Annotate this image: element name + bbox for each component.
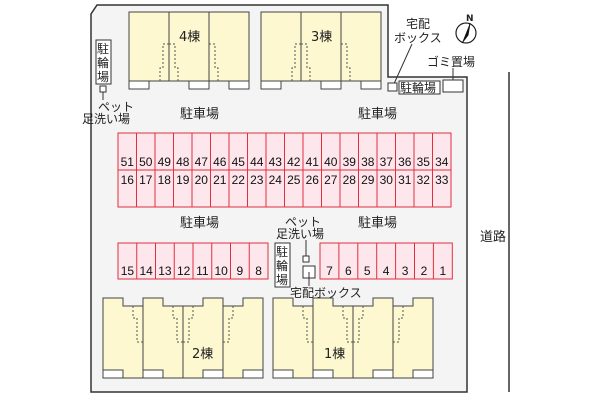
- parking-space-number: 39: [343, 155, 357, 169]
- parking-space-number: 38: [361, 155, 375, 169]
- parking-space-number: 24: [269, 173, 283, 187]
- parking-space-number: 29: [361, 173, 375, 187]
- svg-text:駐: 駐: [276, 244, 288, 259]
- parking-space-number: 3: [402, 264, 409, 278]
- parking-label-top-right: 駐車場: [358, 107, 397, 122]
- parking-space-number: 10: [214, 264, 228, 278]
- parking-space-number: 41: [306, 155, 320, 169]
- parking-space-number: 49: [158, 155, 172, 169]
- parking-space-number: 19: [176, 173, 190, 187]
- parking-space-number: 2: [421, 264, 428, 278]
- road-label: 道路: [480, 229, 506, 245]
- parking-space-number: 21: [213, 173, 227, 187]
- bike-parking-top-left: 駐 輪 場: [95, 39, 112, 85]
- parking-space-number: 14: [139, 264, 153, 278]
- parking-space-number: 48: [176, 155, 190, 169]
- parking-space-number: 28: [343, 173, 357, 187]
- parking-space-number: 6: [345, 264, 352, 278]
- parking-block-upper: 51 16 50 17 49 18 48 19 47 20 46 21 45 22 44 23 43 24 42 25…: [117, 132, 452, 208]
- parking-space-number: 35: [417, 155, 431, 169]
- building-2-label: 2棟: [192, 347, 213, 362]
- garbage-area: [442, 79, 464, 93]
- building-4: 4棟: [128, 11, 250, 90]
- building-2: [102, 297, 264, 379]
- building-4-label: 4棟: [179, 30, 200, 45]
- parking-space-number: 36: [398, 155, 412, 169]
- svg-text:駐輪場: 駐輪場: [400, 80, 436, 95]
- parking-space-number: 42: [287, 155, 301, 169]
- delivery-box-top-label: 宅配: [406, 16, 430, 31]
- parking-label-top-left: 駐車場: [180, 107, 219, 122]
- svg-text:場: 場: [276, 273, 288, 287]
- parking-space-number: 23: [250, 173, 264, 187]
- parking-space-number: 47: [195, 155, 209, 169]
- parking-space-number: 32: [417, 173, 431, 187]
- svg-text:足洗い場: 足洗い場: [276, 227, 324, 241]
- pet-wash-top-label: ペット: [98, 100, 134, 114]
- delivery-box-top: [387, 82, 398, 92]
- parking-space-number: 8: [255, 264, 262, 278]
- parking-space-number: 26: [306, 173, 320, 187]
- parking-space-number: 31: [398, 173, 412, 187]
- building-3: 3棟: [260, 11, 382, 90]
- bike-parking-center: 駐 輪 場: [274, 242, 291, 288]
- svg-text:足洗い場: 足洗い場: [82, 112, 130, 126]
- svg-text:輪: 輪: [97, 55, 109, 70]
- parking-space-number: 50: [139, 155, 153, 169]
- parking-space-number: 4: [383, 264, 390, 278]
- parking-space-number: 9: [237, 264, 244, 278]
- north-arrow-icon: N: [455, 14, 477, 44]
- parking-label-mid-right: 駐車場: [358, 216, 397, 231]
- pet-wash-center-label: ペット: [285, 215, 321, 229]
- parking-space-number: 16: [121, 173, 135, 187]
- parking-space-number: 11: [196, 264, 209, 278]
- parking-space-number: 13: [158, 264, 172, 278]
- parking-space-number: 25: [287, 173, 301, 187]
- pet-wash-marker-center: [302, 255, 310, 263]
- parking-space-number: 46: [213, 155, 227, 169]
- pet-wash-marker-top: [99, 85, 107, 93]
- parking-space-number: 17: [139, 173, 153, 187]
- parking-space-number: 7: [326, 264, 333, 278]
- parking-space-number: 27: [324, 173, 338, 187]
- svg-text:場: 場: [97, 70, 109, 84]
- svg-text:ボックス: ボックス: [394, 31, 442, 45]
- parking-space-number: 33: [435, 173, 449, 187]
- parking-space-number: 40: [324, 155, 338, 169]
- parking-space-number: 43: [269, 155, 283, 169]
- garbage-label: ゴミ置場: [427, 54, 475, 69]
- parking-space-number: 15: [121, 264, 135, 278]
- parking-space-number: 34: [435, 155, 449, 169]
- parking-space-number: 18: [158, 173, 172, 187]
- parking-space-number: 20: [195, 173, 209, 187]
- building-3-label: 3棟: [311, 30, 332, 45]
- delivery-box-center-label: 宅配ボックス: [290, 285, 362, 300]
- parking-space-number: 45: [232, 155, 246, 169]
- parking-space-number: 5: [364, 264, 371, 278]
- parking-space-number: 1: [440, 264, 447, 278]
- parking-space-number: 22: [232, 173, 246, 187]
- parking-space-number: 44: [250, 155, 264, 169]
- building-1-label: 1棟: [324, 347, 345, 362]
- building-1: [272, 297, 434, 379]
- parking-space-number: 30: [380, 173, 394, 187]
- parking-space-number: 12: [177, 264, 191, 278]
- parking-space-number: 51: [121, 155, 135, 169]
- svg-text:駐: 駐: [97, 41, 109, 56]
- parking-space-number: 37: [380, 155, 394, 169]
- svg-text:輪: 輪: [276, 258, 288, 273]
- svg-text:N: N: [466, 14, 474, 24]
- bike-parking-top-right: [398, 80, 441, 95]
- parking-label-mid-left: 駐車場: [180, 216, 219, 231]
